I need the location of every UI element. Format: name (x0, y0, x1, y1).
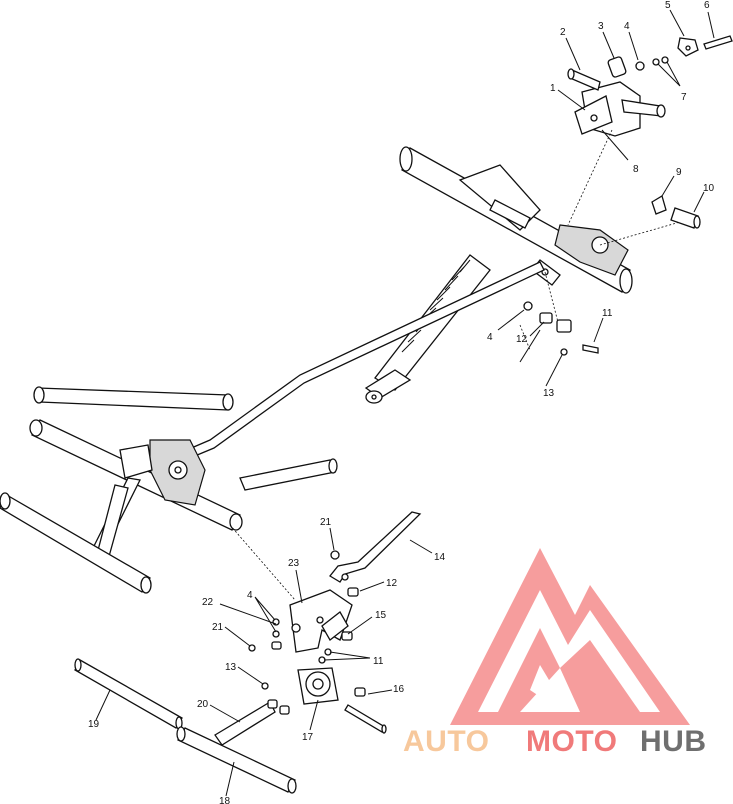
callout-labels: 2 3 4 5 6 1 7 8 9 10 11 4 12 13 21 14 23… (88, 0, 715, 804)
callout-16: 16 (393, 684, 405, 695)
pivot-block (297, 667, 339, 705)
callout-7: 7 (681, 92, 687, 103)
callout-20: 20 (197, 699, 209, 710)
callout-9: 9 (676, 167, 682, 178)
watermark-wordmark: AUTO MOTO HUB (403, 725, 707, 758)
callout-10: 10 (703, 183, 715, 194)
callout-4-lower: 4 (247, 590, 253, 601)
callout-12-lower: 12 (386, 578, 398, 589)
lower-shaft-18 (176, 726, 297, 794)
callout-2: 2 (560, 27, 566, 38)
callout-1: 1 (550, 83, 556, 94)
callout-5: 5 (665, 0, 671, 11)
callout-11: 11 (602, 308, 613, 319)
front-lower-shaft (29, 386, 338, 531)
lower-small-hardware (248, 550, 387, 734)
callout-22: 22 (202, 597, 214, 608)
callout-12: 12 (516, 334, 528, 345)
callout-8: 8 (633, 164, 639, 175)
front-arm-and-tube (0, 477, 152, 594)
callout-18: 18 (219, 796, 231, 804)
watermark-part-auto: AUTO (403, 725, 489, 758)
callout-4: 4 (624, 21, 630, 32)
callout-19: 19 (88, 719, 100, 730)
callout-3: 3 (598, 21, 604, 32)
watermark-part-moto: MOTO (526, 725, 617, 758)
link-rod (329, 511, 422, 583)
small-parts-top (607, 35, 733, 78)
upper-cross-shaft (399, 146, 633, 294)
shock-spring-assembly (364, 254, 491, 404)
lower-bracket (289, 589, 353, 653)
lower-shaft-19 (74, 658, 183, 730)
callout-11-lower: 11 (373, 656, 384, 667)
watermark-logo-icon (450, 548, 690, 725)
callout-6: 6 (704, 0, 710, 11)
callout-23: 23 (288, 558, 300, 569)
callout-15: 15 (375, 610, 387, 621)
callout-17: 17 (302, 732, 314, 743)
callout-14: 14 (434, 552, 446, 563)
lower-arm-20 (214, 699, 290, 746)
leader-lines (95, 9, 715, 797)
assembly-guide-lines (229, 129, 681, 601)
callout-4-middle: 4 (487, 332, 493, 343)
middle-hardware (519, 301, 599, 363)
callout-21: 21 (320, 517, 332, 528)
callout-13: 13 (543, 388, 555, 399)
callout-13-lower: 13 (225, 662, 237, 673)
right-hardware (651, 195, 701, 229)
watermark-part-hub: HUB (640, 725, 707, 758)
main-control-rod (139, 261, 545, 479)
callout-21-lower: 21 (212, 622, 224, 633)
rear-mount-bracket (567, 68, 666, 137)
